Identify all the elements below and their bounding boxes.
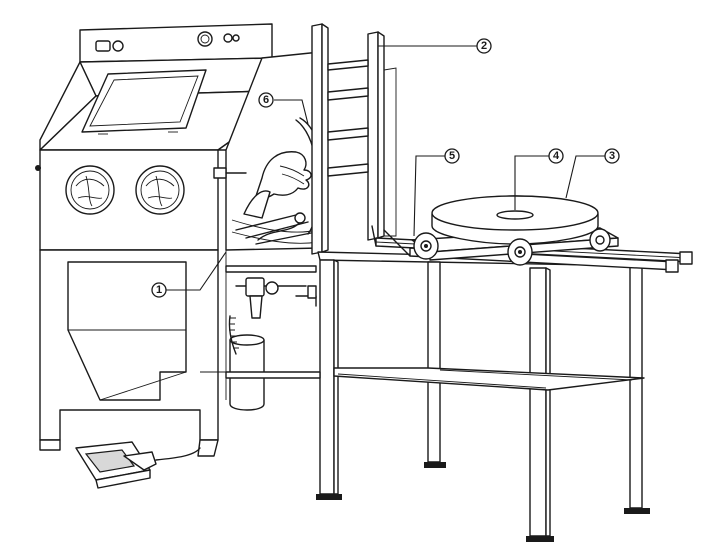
roller-wheel-front	[507, 238, 533, 266]
svg-text:3: 3	[609, 150, 615, 162]
svg-text:2: 2	[481, 40, 487, 52]
glove-port-left	[65, 165, 115, 215]
callout-2: 2	[476, 38, 492, 54]
svg-text:6: 6	[263, 94, 269, 106]
foot-pedal	[75, 441, 201, 489]
leader-5	[413, 155, 446, 237]
support-table	[316, 251, 650, 542]
top-control-panel	[95, 31, 240, 52]
leader-6	[274, 99, 309, 125]
gloved-hand	[243, 151, 312, 219]
svg-text:5: 5	[449, 150, 455, 162]
glove-port-right	[135, 165, 185, 215]
roller-wheel-left	[413, 232, 439, 260]
svg-text:1: 1	[156, 284, 162, 296]
air-regulator	[235, 277, 317, 319]
viewing-window	[81, 69, 207, 135]
leader-3	[565, 155, 606, 199]
callout-4: 4	[548, 148, 564, 164]
leader-lines	[166, 45, 606, 291]
leader-1	[166, 251, 227, 291]
loading-frame-uprights	[311, 23, 397, 255]
callout-1: 1	[151, 282, 167, 298]
callout-5: 5	[444, 148, 460, 164]
blast-cabinet	[35, 23, 321, 457]
callout-6: 6	[258, 92, 274, 108]
flex-hose	[228, 315, 239, 355]
callout-3: 3	[604, 148, 620, 164]
turntable-cart	[411, 195, 619, 266]
svg-text:4: 4	[553, 150, 560, 162]
roller-wheel-rear	[589, 228, 611, 252]
leader-4	[514, 155, 552, 210]
turntable	[431, 195, 599, 245]
